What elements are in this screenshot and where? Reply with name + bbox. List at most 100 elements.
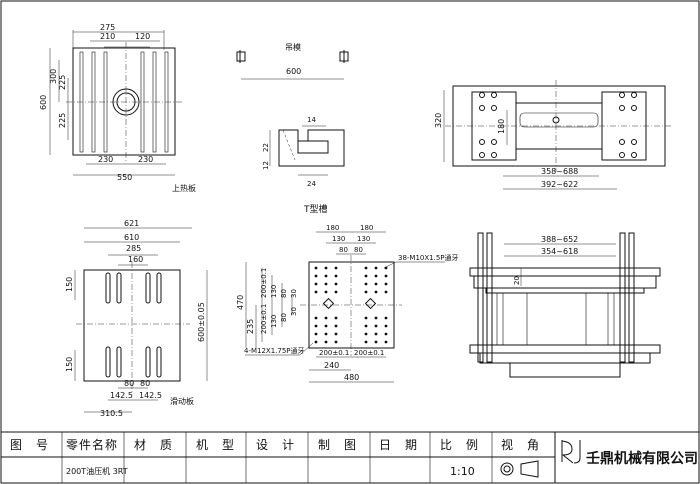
scale-value: 1:10 [450,465,475,478]
tapped-hole [364,316,368,320]
tapped-hole [384,324,388,328]
dim-225-b: 225 [58,113,67,128]
tapped-hole [364,282,368,286]
dim-t22: 22 [262,143,270,152]
caption-upper-platen: 上热板 [172,183,196,193]
dim-grid-130-a: 130 [332,235,345,243]
dim-grid-240: 240 [324,361,339,370]
projection-symbol-icon [500,460,539,478]
dim-285: 285 [126,244,141,253]
dim-grid-200-b: 200±0.1 [260,304,268,334]
dim-grid-80-a: 80 [339,246,348,254]
tapped-hole [334,274,338,278]
tapped-hole [324,316,328,320]
front-view-base [509,362,621,378]
tapped-hole [384,340,388,344]
dim-80-b: 80 [140,379,150,388]
dim-160: 160 [128,255,143,264]
title-block: 图 号 零件名称 材 质 机 型 设 计 制 图 日 期 比 例 视 角 200… [1,431,699,483]
dim-grid-80-d: 80 [280,313,288,322]
tapped-hole [374,332,378,336]
dim-388-652: 388~652 [541,235,578,244]
header-date: 日 期 [379,438,418,452]
tapped-hole [374,282,378,286]
tapped-hole [374,266,378,270]
dim-grid-30-b: 30 [290,307,298,316]
tapped-hole [374,340,378,344]
front-view: 388~652 354~618 20 [469,232,661,378]
dim-20: 20 [513,276,521,285]
tapped-hole [364,274,368,278]
tapped-hole [384,282,388,286]
tapped-hole [324,340,328,344]
upper-platen-view: 275 210 120 600 300 225 225 230 230 550 … [39,23,196,193]
dim-grid-180-a: 180 [326,224,339,232]
dim-358-688: 358~688 [541,167,578,176]
dim-150-a: 150 [65,277,74,292]
dim-600-005: 600±0.05 [197,302,206,342]
tapped-hole [364,324,368,328]
header-drawing-no: 图 号 [10,438,49,452]
dim-600-left: 600 [39,95,48,110]
tapped-hole [384,332,388,336]
tapped-hole [324,332,328,336]
dim-grid-130-c: 130 [270,285,278,298]
dim-550: 550 [117,173,132,182]
tapped-hole [334,266,338,270]
tapped-hole [324,274,328,278]
dim-142-5-a: 142.5 [110,391,133,400]
tapped-hole [314,266,318,270]
dim-300: 300 [49,69,58,84]
tapped-hole [334,324,338,328]
tapped-hole [374,316,378,320]
dim-210: 210 [100,32,115,41]
dim-grid-130-b: 130 [357,235,370,243]
front-view-upper-beam [469,267,661,277]
tapped-hole [384,316,388,320]
sliding-plate-slots [105,272,162,378]
dim-grid-200x-b: 200±0.1 [354,349,384,357]
company-name: 壬鼎机械有限公司 [586,450,698,467]
tapped-hole [364,340,368,344]
header-design: 设 计 [256,438,295,452]
dim-t24: 24 [307,180,316,188]
dim-610: 610 [124,233,139,242]
dim-grid-480: 480 [344,373,359,382]
dim-275: 275 [100,23,115,32]
dim-t12: 12 [262,161,270,170]
tapped-hole [384,274,388,278]
header-drafting: 制 图 [318,438,357,452]
tapped-hole [324,266,328,270]
dim-392-622: 392~622 [541,180,578,189]
header-projection: 视 角 [501,437,540,452]
tapped-hole [334,290,338,294]
tapped-hole [364,290,368,294]
dim-150-b: 150 [65,357,74,372]
caption-t-slot: T型槽 [303,203,328,215]
note-38-m10: 38-M10X1.5P通牙 [398,253,459,262]
tapped-hole [364,332,368,336]
dim-grid-30: 30 [290,289,298,298]
tapped-hole [384,290,388,294]
header-part-name: 零件名称 [66,437,118,452]
t-slot-body [278,129,345,167]
front-view-lower-beam [469,344,661,354]
dim-225-a: 225 [58,75,67,90]
header-model: 机 型 [196,438,235,452]
dim-320: 320 [434,113,443,128]
dim-230-a: 230 [98,155,113,164]
dim-621: 621 [124,219,139,228]
dim-230-b: 230 [138,155,153,164]
top-view-bolts [479,92,637,158]
dim-310-5: 310.5 [100,409,123,418]
dim-grid-80-c: 80 [280,289,288,298]
tapped-hole [334,316,338,320]
tapped-hole [364,266,368,270]
dim-grid-470: 470 [236,295,245,310]
dim-600-lifting: 600 [286,67,301,76]
dim-354-618: 354~618 [541,247,578,256]
tapped-hole [314,340,318,344]
